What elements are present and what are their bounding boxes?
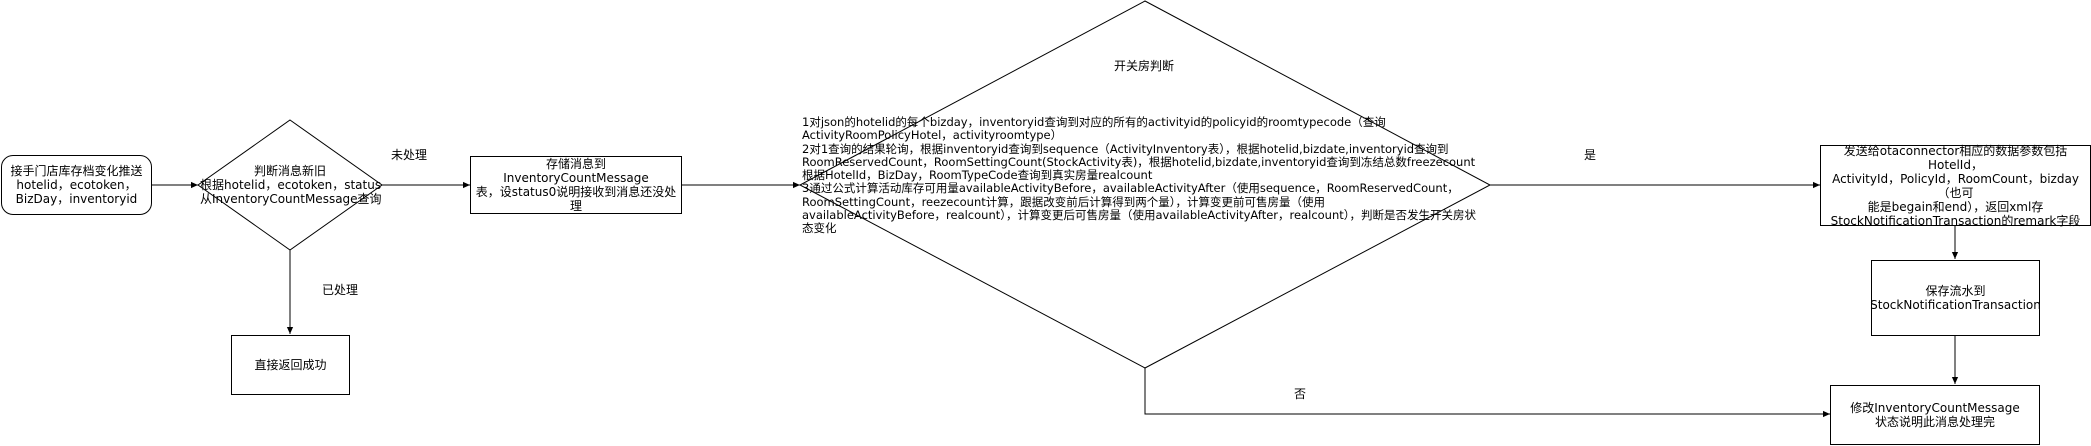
save-flow-line1: 保存流水到 [1925,284,1986,298]
edge-label-yes-text: 是 [1584,148,1597,162]
decision-line7: RoomSettingCount，reezecount计算，跟据改变前后计算得到… [802,194,1326,209]
edge-label-no-text: 否 [1294,387,1307,401]
decision-line3: 2对1查询的结果轮询，根据inventoryid查询到sequence（Acti… [802,141,1449,156]
edge-decision-no [1144,368,1830,418]
edge-label-unprocessed: 未处理 [391,148,427,162]
edge-label-yes: 是 [1584,148,1596,162]
decision-line6: 3通过公式计算活动库存可用量availableActivityBefore，av… [802,181,1459,196]
send-ota-line2: ActivityId，PolicyId，RoomCount，bizday（也可 [1832,171,2079,200]
start-node-line2: hotelid，ecotoken， [16,178,137,192]
update-message-line1: 修改InventoryCountMessage [1850,401,2020,415]
start-node-line3: BizDay，inventoryid [15,192,138,206]
start-node: 接手门店库存档变化推送 hotelid，ecotoken， BizDay，inv… [1,155,152,215]
big-decision-title-text: 开关房判断 [1114,59,1175,73]
send-ota-node: 发送给otaconnector相应的数据参数包括HotelId， Activit… [1820,143,2091,228]
judge-new-line2: 根据hotelid，ecotoken，status [200,178,382,192]
edge-label-processed-text: 已处理 [322,283,359,297]
edge-label-processed: 已处理 [322,283,358,297]
decision-line5: 根据HotelId，BizDay，RoomTypeCode查询到真实房量real… [802,168,1153,183]
decision-line4: RoomReservedCount，RoomSettingCount(Stock… [802,154,1476,169]
judge-new-label: 判断消息新旧 根据hotelid，ecotoken，status 从Invent… [200,164,382,206]
big-decision-title: 开关房判断 [1114,59,1174,73]
update-message-node: 修改InventoryCountMessage 状态说明此消息处理完 [1830,385,2040,445]
save-flow-node: 保存流水到 StockNotificationTransaction [1870,260,2041,336]
store-message-line1: 存储消息到InventoryCountMessage [503,157,649,185]
decision-line1: 1对json的hotelid的每个bizday，inventoryid查询到对应… [802,115,1386,129]
send-ota-line1: 发送给otaconnector相应的数据参数包括HotelId， [1843,143,2068,172]
send-ota-line3: 能是begain和end），返回xml存 [1867,199,2044,214]
judge-new-line1: 判断消息新旧 [253,164,326,178]
edge-label-unprocessed-text: 未处理 [391,148,428,162]
big-decision-text: 1对json的hotelid的每个bizday，inventoryid查询到对应… [802,115,1477,236]
judge-new-line3: 从InventoryCountMessage查询 [200,192,382,206]
return-success-node: 直接返回成功 [231,335,350,395]
edge-label-no: 否 [1294,387,1306,401]
decision-line9: 态变化 [802,221,837,236]
save-flow-line2: StockNotificationTransaction [1870,298,2041,312]
start-node-line1: 接手门店库存档变化推送 [10,164,143,178]
store-message-node: 存储消息到InventoryCountMessage 表，设status0说明接… [470,156,682,214]
decision-line2: ActivityRoomPolicyHotel，activityroomtype… [802,128,1063,143]
update-message-line2: 状态说明此消息处理完 [1874,415,1995,429]
store-message-line2: 表，设status0说明接收到消息还没处 [475,185,677,199]
return-success-label: 直接返回成功 [254,358,327,372]
store-message-line3: 理 [569,199,582,213]
decision-line8: availableActivityBefore，realcount），计算变更后… [802,208,1477,223]
send-ota-line4: StockNotificationTransaction的remark字段 [1830,213,2081,228]
